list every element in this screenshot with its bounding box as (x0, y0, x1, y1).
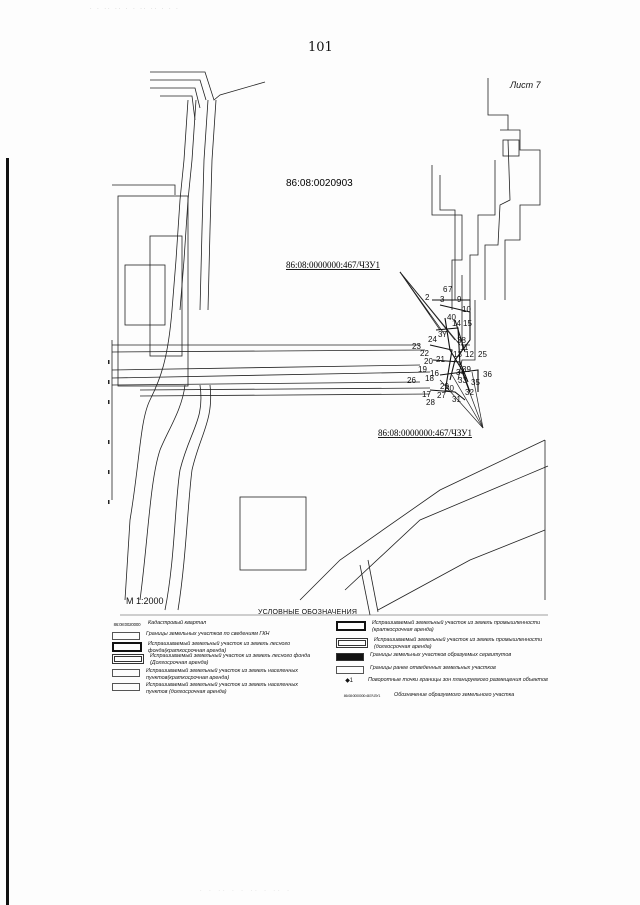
legend-item: 86:08:0020000 Кадастровый квартал (112, 620, 312, 627)
legend-text: Поворотные точки границы зон планируемог… (368, 677, 548, 683)
legend-symbol (336, 653, 364, 661)
turning-point-label: 2 (425, 293, 430, 302)
legend-item: Границы земельных участков образуемых се… (336, 652, 551, 661)
turning-point-label: 12 (465, 350, 474, 359)
legend-item: Границы ранее отведенных земельных участ… (336, 665, 551, 674)
parcel-cluster (429, 299, 479, 401)
scan-noise: · · ·· ·· · · ·· ·· · · · (90, 6, 180, 12)
legend-item: Испрашиваемый земельный участок из земел… (112, 682, 312, 696)
map-linework (111, 71, 549, 616)
legend-symbol (112, 642, 142, 652)
turning-point-label: 39 (462, 365, 471, 374)
turning-point-label: 19 (418, 365, 427, 374)
legend-symbol (112, 654, 144, 664)
turning-point-label: 10 (462, 305, 471, 314)
legend-item: 86:08:0000000:467/ЧЗУ1 Обозначение образу… (336, 692, 551, 699)
legend-item: Испрашиваемый земельный участок из земел… (112, 641, 312, 655)
turning-point-label: 32 (465, 388, 474, 397)
turning-point-label: 17 (422, 390, 431, 399)
legend-text: Испрашиваемый земельный участок из земел… (374, 637, 543, 650)
legend-text: Границы земельных участков образуемых се… (370, 652, 512, 658)
turning-point-label: 18 (425, 374, 434, 383)
turning-point-label: 14 (452, 319, 461, 328)
turning-point-label: 27 (437, 391, 446, 400)
legend-symbol (112, 669, 140, 677)
legend-item: Испрашиваемый земельный участок из земел… (336, 620, 551, 634)
turning-point-label: 35 (471, 378, 480, 387)
turning-point-label: 31 (452, 395, 461, 404)
legend-text: Обозначение образуемого земельного участ… (394, 692, 515, 698)
legend-symbol (336, 666, 364, 674)
turning-point-label: 37 (438, 330, 447, 339)
turning-point-label: 25 (478, 350, 487, 359)
turning-point-label: 7 (448, 285, 453, 294)
legend-symbol: 86:08:0020000 (113, 621, 141, 627)
turning-point-label: 38 (457, 336, 466, 345)
turning-point-label: 24 (428, 335, 437, 344)
legend-text: Испрашиваемый земельный участок из земел… (146, 682, 299, 695)
legend-text: Испрашиваемый земельный участок из земел… (146, 668, 299, 681)
turning-point-label: 28 (426, 398, 435, 407)
legend-symbol (112, 683, 140, 691)
parcel-label-top: 86:08:0000000:467/ЧЗУ1 (286, 260, 380, 270)
legend-symbol (336, 638, 368, 648)
turning-point-label: 20 (424, 357, 433, 366)
legend-symbol: ◆1 (345, 677, 353, 684)
legend-title: УСЛОВНЫЕ ОБОЗНАЧЕНИЯ (258, 609, 358, 616)
turning-point-label: 33 (458, 376, 467, 385)
turning-point-label: 6 (443, 285, 448, 294)
page-number: 101 (308, 40, 333, 55)
legend-item: Испрашиваемый земельный участок из земел… (112, 653, 312, 667)
legend-item: Испрашиваемый земельный участок из земел… (336, 637, 551, 651)
scale-label: М 1:2000 (126, 596, 164, 606)
vertical-tick-marks (108, 360, 110, 504)
legend-text: Кадастровый квартал (148, 620, 207, 626)
legend-item: Границы земельных участков по сведениям … (112, 631, 312, 640)
sheet-label: Лист 7 (510, 80, 541, 90)
legend-text: Испрашиваемый земельный участок из земел… (150, 653, 311, 666)
parcel-label-bottom: 86:08:0000000:467/ЧЗУ1 (378, 428, 472, 438)
turning-point-label: 21 (436, 355, 445, 364)
legend-symbol (336, 621, 366, 631)
turning-point-label: 36 (483, 370, 492, 379)
turning-point-label: 23 (412, 342, 421, 351)
turning-point-label: 40 (447, 313, 456, 322)
legend-text: Границы земельных участков по сведениям … (146, 631, 270, 637)
turning-point-label: 9 (457, 295, 462, 304)
legend-item: ◆1 Поворотные точки границы зон планируем… (336, 677, 551, 684)
turning-point-label: 11 (460, 343, 469, 352)
turning-point-label: 29 (440, 382, 449, 391)
turning-point-label: 26 (407, 376, 416, 385)
turning-point-label: 15 (463, 319, 472, 328)
turning-point-label: 16 (430, 369, 439, 378)
legend-symbol: 86:08:0000000:467/ЧЗУ1 (343, 693, 381, 698)
quarter-label: 86:08:0020903 (286, 178, 353, 189)
turning-point-label: 22 (420, 349, 429, 358)
page-edge-bar (6, 158, 9, 905)
legend-text: Испрашиваемый земельный участок из земел… (148, 641, 291, 654)
legend-symbol (112, 632, 140, 640)
legend-text: Границы ранее отведенных земельных участ… (370, 665, 496, 671)
turning-point-label: 34 (456, 368, 465, 377)
legend-item: Испрашиваемый земельный участок из земел… (112, 668, 312, 682)
legend-text: Испрашиваемый земельный участок из земел… (372, 620, 541, 633)
turning-point-label: 30 (445, 384, 454, 393)
turning-point-label: 3 (440, 295, 445, 304)
scan-noise-bottom: · · ·· · · ·· · ·· · (200, 888, 292, 894)
turning-point-label: 13 (453, 350, 462, 359)
